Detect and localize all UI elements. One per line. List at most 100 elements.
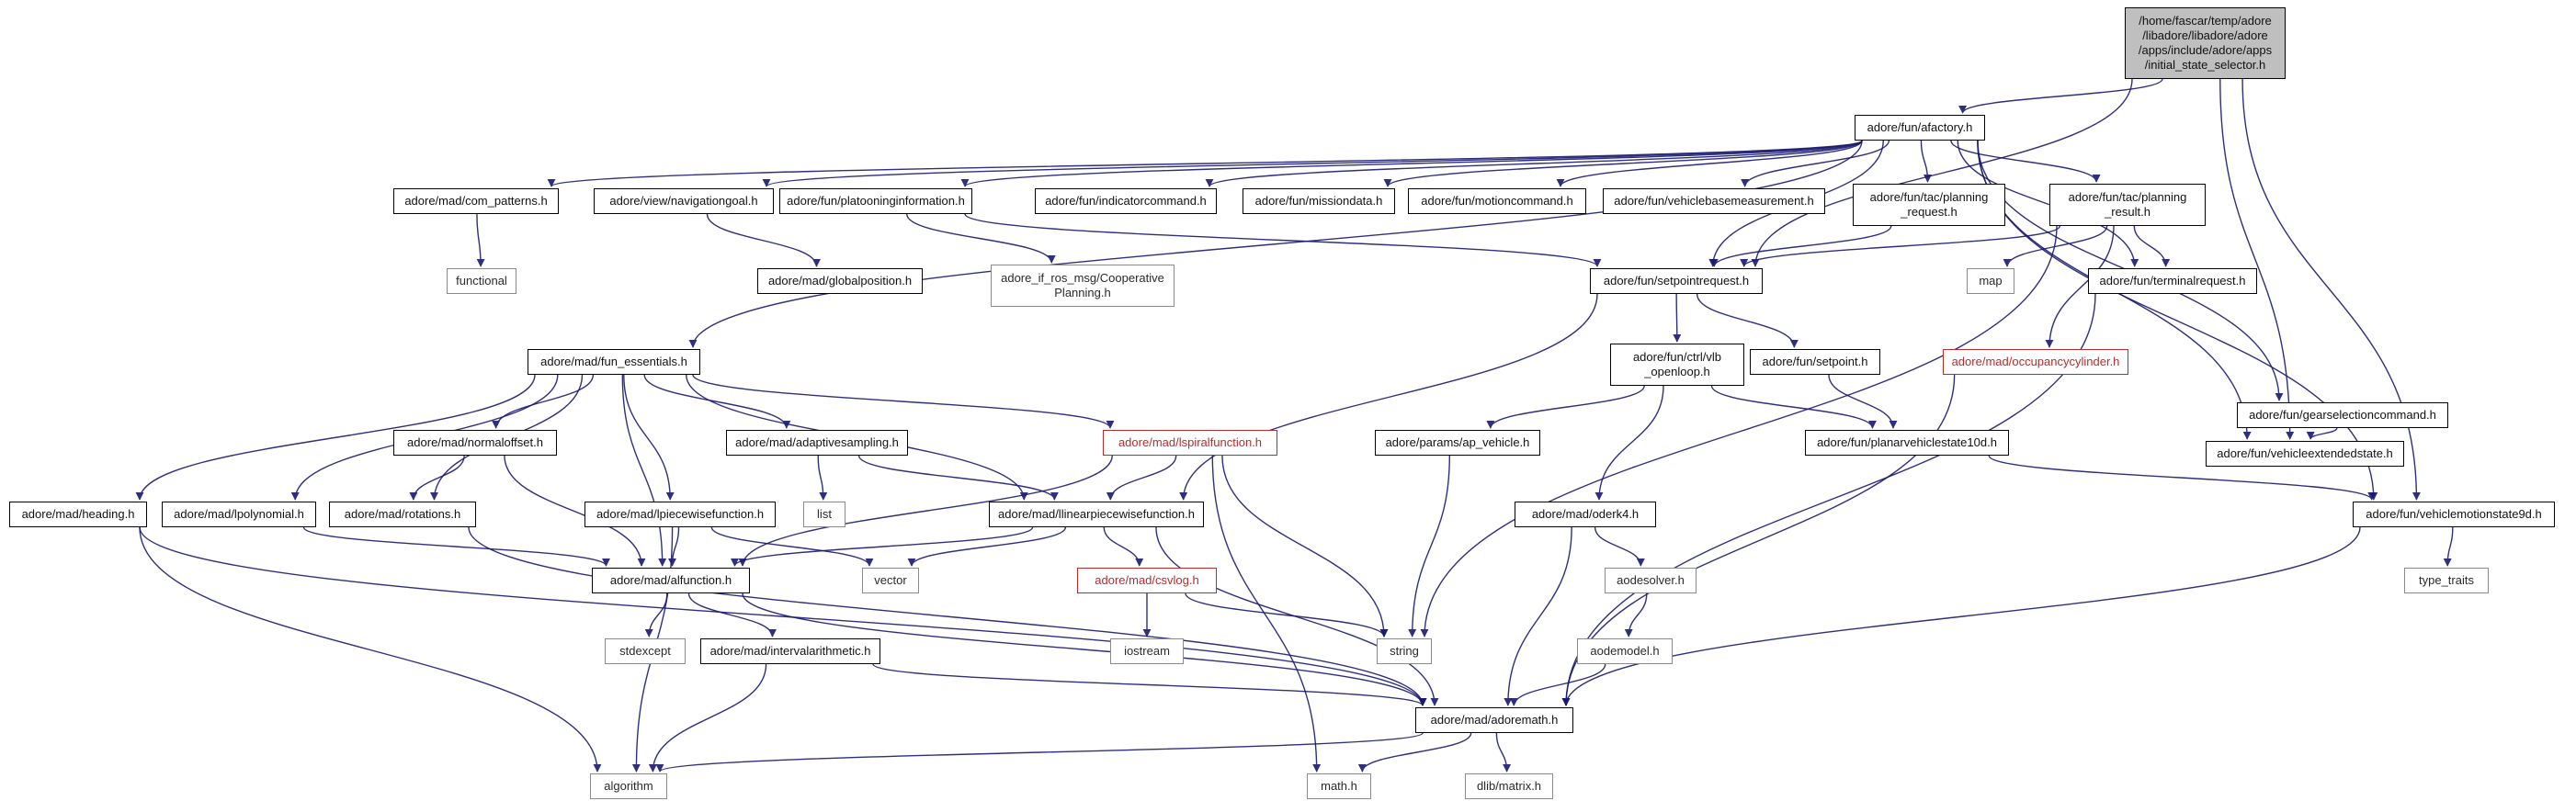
node-intervalarithmetic[interactable]: adore/mad/intervalarithmetic.h [700, 638, 880, 664]
node-vehicleextendedstate[interactable]: adore/fun/vehicleextendedstate.h [2206, 441, 2404, 467]
edge-oderk4-to-aodesolver [1594, 526, 1645, 567]
node-afactory[interactable]: adore/fun/afactory.h [1855, 115, 1985, 141]
node-terminalrequest[interactable]: adore/fun/terminalrequest.h [2088, 268, 2257, 294]
edge-intervalarithmetic-to-algorithm [648, 663, 767, 773]
node-fun_essentials[interactable]: adore/mad/fun_essentials.h [528, 349, 700, 375]
node-planning_result[interactable]: adore/fun/tac/planning _result.h [2049, 184, 2206, 226]
node-indicatorcommand[interactable]: adore/fun/indicatorcommand.h [1035, 188, 1217, 214]
node-aodemodel: aodemodel.h [1577, 638, 1673, 664]
edge-initial_state_selector-to-afactory [1958, 78, 2163, 114]
node-label: adore/mad/fun_essentials.h [540, 355, 687, 369]
node-label: adore/mad/llinearpiecewisefunction.h [998, 507, 1195, 522]
edge-planning_result-to-string [1420, 225, 2058, 637]
node-lpiecewisefunction[interactable]: adore/mad/lpiecewisefunction.h [584, 502, 776, 527]
node-vlb_openloop[interactable]: adore/fun/ctrl/vlb _openloop.h [1610, 344, 1744, 386]
edge-planning_result-to-setpointrequest [1740, 225, 2061, 267]
node-vehiclemotionstate9d[interactable]: adore/fun/vehiclemotionstate9d.h [2353, 502, 2555, 527]
node-label: adore/mad/normaloffset.h [407, 435, 543, 450]
node-list: list [803, 502, 845, 527]
node-planarvehiclestate10d[interactable]: adore/fun/planarvehiclestate10d.h [1805, 430, 2009, 456]
node-label: functional [456, 274, 507, 288]
edge-normaloffset-to-alfunction [504, 455, 646, 567]
node-label: adore/fun/setpoint.h [1762, 355, 1868, 369]
node-ap_vehicle[interactable]: adore/params/ap_vehicle.h [1375, 430, 1540, 456]
node-com_patterns[interactable]: adore/mad/com_patterns.h [393, 188, 559, 214]
edge-intervalarithmetic-to-adoremath [872, 663, 1427, 706]
node-globalposition[interactable]: adore/mad/globalposition.h [757, 268, 923, 294]
node-label: adore/fun/vehiclemotionstate9d.h [2366, 507, 2542, 522]
node-functional: functional [447, 268, 516, 294]
node-label: string [1390, 644, 1419, 659]
edge-initial_state_selector-to-setpointrequest [1751, 78, 2133, 267]
edge-normaloffset-to-rotations [409, 455, 465, 501]
node-aodesolver: aodesolver.h [1605, 568, 1697, 593]
edge-aodemodel-to-adoremath [1509, 663, 1606, 706]
node-label: type_traits [2419, 573, 2474, 588]
node-label: aodesolver.h [1617, 573, 1685, 588]
edge-afactory-to-platooninginformation [960, 140, 1863, 187]
edge-adoremath-to-math_h [1357, 732, 1472, 773]
node-label: adore/mad/heading.h [21, 507, 135, 522]
edge-setpointrequest-to-llinearpiecewisefunction [1179, 293, 1598, 501]
edge-heading-to-algorithm [139, 526, 602, 773]
node-rotations[interactable]: adore/mad/rotations.h [329, 502, 476, 527]
node-label: adore/mad/intervalarithmetic.h [709, 644, 871, 659]
node-occupancycylinder[interactable]: adore/mad/occupancycylinder.h [1943, 349, 2128, 375]
edge-vehiclemotionstate9d-to-adoremath [1561, 526, 2361, 706]
node-label: adore/mad/alfunction.h [609, 573, 732, 588]
node-platooninginformation[interactable]: adore/fun/platooninginformation.h [779, 188, 972, 214]
node-stdexcept: stdexcept [605, 638, 686, 664]
node-lspiralfunction[interactable]: adore/mad/lspiralfunction.h [1103, 430, 1277, 456]
node-navigationgoal[interactable]: adore/view/navigationgoal.h [594, 188, 774, 214]
edge-afactory-to-planning_request [1920, 140, 1933, 183]
node-label: /home/fascar/temp/adore /libadore/libado… [2138, 14, 2273, 72]
node-label: dlib/matrix.h [1476, 779, 1542, 794]
node-math_h: math.h [1307, 773, 1371, 799]
node-setpointrequest[interactable]: adore/fun/setpointrequest.h [1590, 268, 1763, 294]
edge-vlb_openloop-to-ap_vehicle [1486, 385, 1645, 429]
edge-navigationgoal-to-globalposition [706, 213, 822, 267]
edge-fun_essentials-to-adaptivesampling [643, 374, 791, 429]
node-vehiclebasemeasurement[interactable]: adore/fun/vehiclebasemeasurement.h [1603, 188, 1825, 214]
node-heading[interactable]: adore/mad/heading.h [9, 502, 147, 527]
edge-planning_result-to-terminalrequest [2133, 225, 2171, 267]
node-label: map [1979, 274, 2003, 288]
node-label: adore/fun/afactory.h [1867, 120, 1973, 135]
edge-fun_essentials-to-lpiecewisefunction [623, 374, 675, 501]
node-oderk4[interactable]: adore/mad/oderk4.h [1515, 502, 1656, 527]
node-label: adore/mad/rotations.h [344, 507, 461, 522]
edge-vlb_openloop-to-oderk4 [1594, 385, 1664, 501]
edge-alfunction-to-intervalarithmetic [687, 592, 777, 637]
edge-afactory-to-planning_result [1950, 140, 2101, 183]
edge-afactory-to-com_patterns [547, 140, 1863, 187]
node-planning_request[interactable]: adore/fun/tac/planning _request.h [1853, 184, 2005, 226]
edge-lspiralfunction-to-string [1221, 455, 1389, 637]
node-motioncommand[interactable]: adore/fun/motioncommand.h [1408, 188, 1586, 214]
edge-planning_result-to-occupancycylinder [2045, 225, 2115, 348]
edge-heading-to-adoremath [139, 526, 1427, 706]
node-alfunction[interactable]: adore/mad/alfunction.h [592, 568, 750, 593]
edge-lspiralfunction-to-llinearpiecewisefunction [1106, 455, 1177, 501]
node-csvlog[interactable]: adore/mad/csvlog.h [1077, 568, 1217, 593]
edge-aodesolver-to-aodemodel [1624, 592, 1648, 637]
node-adaptivesampling[interactable]: adore/mad/adaptivesampling.h [726, 430, 908, 456]
node-lpolynomial[interactable]: adore/mad/lpolynomial.h [162, 502, 316, 527]
node-adoremath[interactable]: adore/mad/adoremath.h [1415, 707, 1573, 733]
node-missiondata[interactable]: adore/fun/missiondata.h [1243, 188, 1395, 214]
node-normaloffset[interactable]: adore/mad/normaloffset.h [393, 430, 557, 456]
node-label: adore/fun/tac/planning _request.h [1869, 190, 1989, 219]
node-llinearpiecewisefunction[interactable]: adore/mad/llinearpiecewisefunction.h [989, 502, 1204, 527]
edge-platooninginformation-to-coop_planning [906, 213, 1056, 264]
node-setpoint[interactable]: adore/fun/setpoint.h [1750, 349, 1880, 375]
node-label: adore/mad/lpiecewisefunction.h [596, 507, 765, 522]
edge-oderk4-to-adoremath [1504, 526, 1572, 706]
edge-afactory-to-navigationgoal [762, 140, 1863, 187]
node-string: string [1377, 638, 1432, 664]
edge-planning_result-to-map [2003, 225, 2108, 267]
edge-adoremath-to-dlib_matrix [1495, 732, 1512, 773]
edge-adaptivesampling-to-llinearpiecewisefunction [857, 455, 1059, 501]
edge-lpiecewisefunction-to-vector [710, 526, 874, 567]
node-gearselectioncommand[interactable]: adore/fun/gearselectioncommand.h [2237, 402, 2448, 428]
